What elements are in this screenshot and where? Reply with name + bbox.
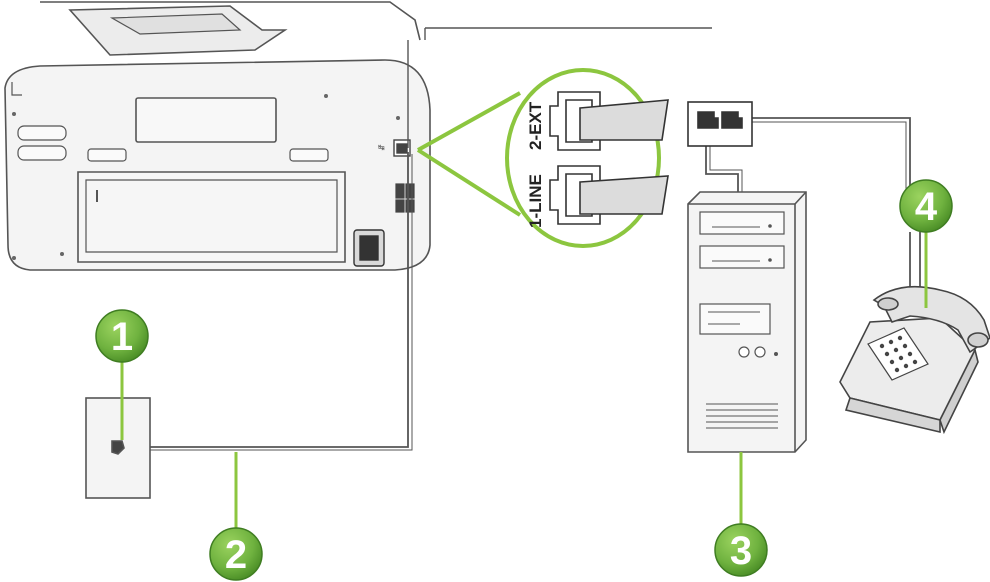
telephone-cord: [746, 117, 921, 303]
callout-2-label: 2: [225, 533, 247, 577]
line-port: [549, 165, 669, 225]
printer: [4, 1, 431, 271]
callout-3: 3: [714, 523, 768, 577]
computer: [687, 191, 807, 453]
callout-leaders: [120, 232, 928, 534]
parallel-splitter: [687, 101, 753, 147]
wall-jack: [85, 397, 151, 499]
phone-cord: [112, 27, 712, 451]
ext-port: [549, 91, 669, 151]
line-port-label: 1-LINE: [526, 174, 545, 228]
callout-4-label: 4: [915, 185, 938, 229]
computer-cord: [705, 130, 743, 195]
svg-text:↹: ↹: [378, 143, 385, 152]
callout-1-label: 1: [111, 315, 133, 359]
callout-4: 4: [899, 179, 953, 233]
ext-port-label: 2-EXT: [526, 101, 545, 150]
printer-usb-ports: [395, 183, 415, 213]
printer-fax-ports: ↹: [378, 139, 411, 157]
callout-1: 1: [95, 309, 149, 363]
telephone: [839, 285, 990, 435]
callout-2: 2: [209, 527, 263, 581]
callout-3-label: 3: [730, 529, 752, 573]
printer-power-port: [353, 229, 385, 267]
